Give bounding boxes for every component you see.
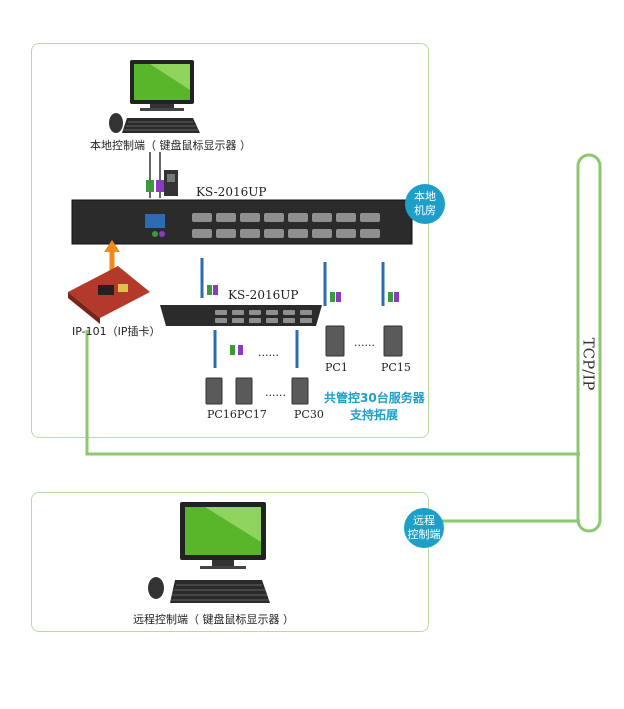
remote-console-label: 远程控制端（ 键盘鼠标显示器 ） bbox=[133, 613, 294, 626]
local-console-label: 本地控制端（ 键盘鼠标显示器 ） bbox=[90, 139, 251, 152]
sub-switch-label: KS-2016UP bbox=[228, 288, 299, 302]
remote-badge-line1: 远程 bbox=[413, 514, 435, 527]
tcpip-pipe bbox=[576, 153, 602, 533]
pc17-label: PC17 bbox=[237, 408, 267, 421]
capacity-line-1: 共管控30台服务器 bbox=[324, 391, 425, 405]
local-room-badge: 本地机房 bbox=[405, 184, 445, 224]
pc-tower-icons bbox=[205, 325, 403, 405]
ellipsis-sub-switch: ...... bbox=[258, 346, 279, 359]
peripheral-plugs bbox=[207, 285, 399, 355]
remote-badge-line2: 控制端 bbox=[407, 528, 441, 541]
pc15-label: PC15 bbox=[381, 361, 411, 374]
connection-lines bbox=[85, 330, 580, 523]
ellipsis-pc17-pc30: ...... bbox=[265, 386, 286, 399]
pc16-label: PC16 bbox=[207, 408, 237, 421]
local-room-badge-line2: 机房 bbox=[414, 204, 436, 217]
remote-keyboard-mouse-icon bbox=[148, 577, 270, 603]
sub-kvm-switch bbox=[160, 305, 322, 326]
main-switch-label: KS-2016UP bbox=[196, 185, 267, 199]
local-room-badge-line1: 本地 bbox=[414, 190, 436, 203]
ip-card-board bbox=[68, 266, 150, 324]
console-cables bbox=[146, 152, 178, 198]
tcpip-label: TCP/IP bbox=[579, 337, 598, 391]
ip-module-label: IP-101（IP插卡） bbox=[72, 325, 161, 338]
vga-cables bbox=[200, 258, 385, 368]
capacity-line-2: 支持拓展 bbox=[350, 408, 399, 422]
ip-card-arrow bbox=[104, 240, 120, 272]
remote-monitor-icon bbox=[180, 502, 266, 569]
main-kvm-switch bbox=[71, 199, 413, 245]
pc30-label: PC30 bbox=[294, 408, 324, 421]
ellipsis-pc1-pc15: ...... bbox=[354, 336, 375, 349]
remote-badge: 远程控制端 bbox=[404, 508, 444, 548]
local-keyboard-mouse-icon bbox=[109, 113, 200, 133]
pc1-label: PC1 bbox=[325, 361, 348, 374]
local-monitor-icon bbox=[130, 60, 194, 111]
